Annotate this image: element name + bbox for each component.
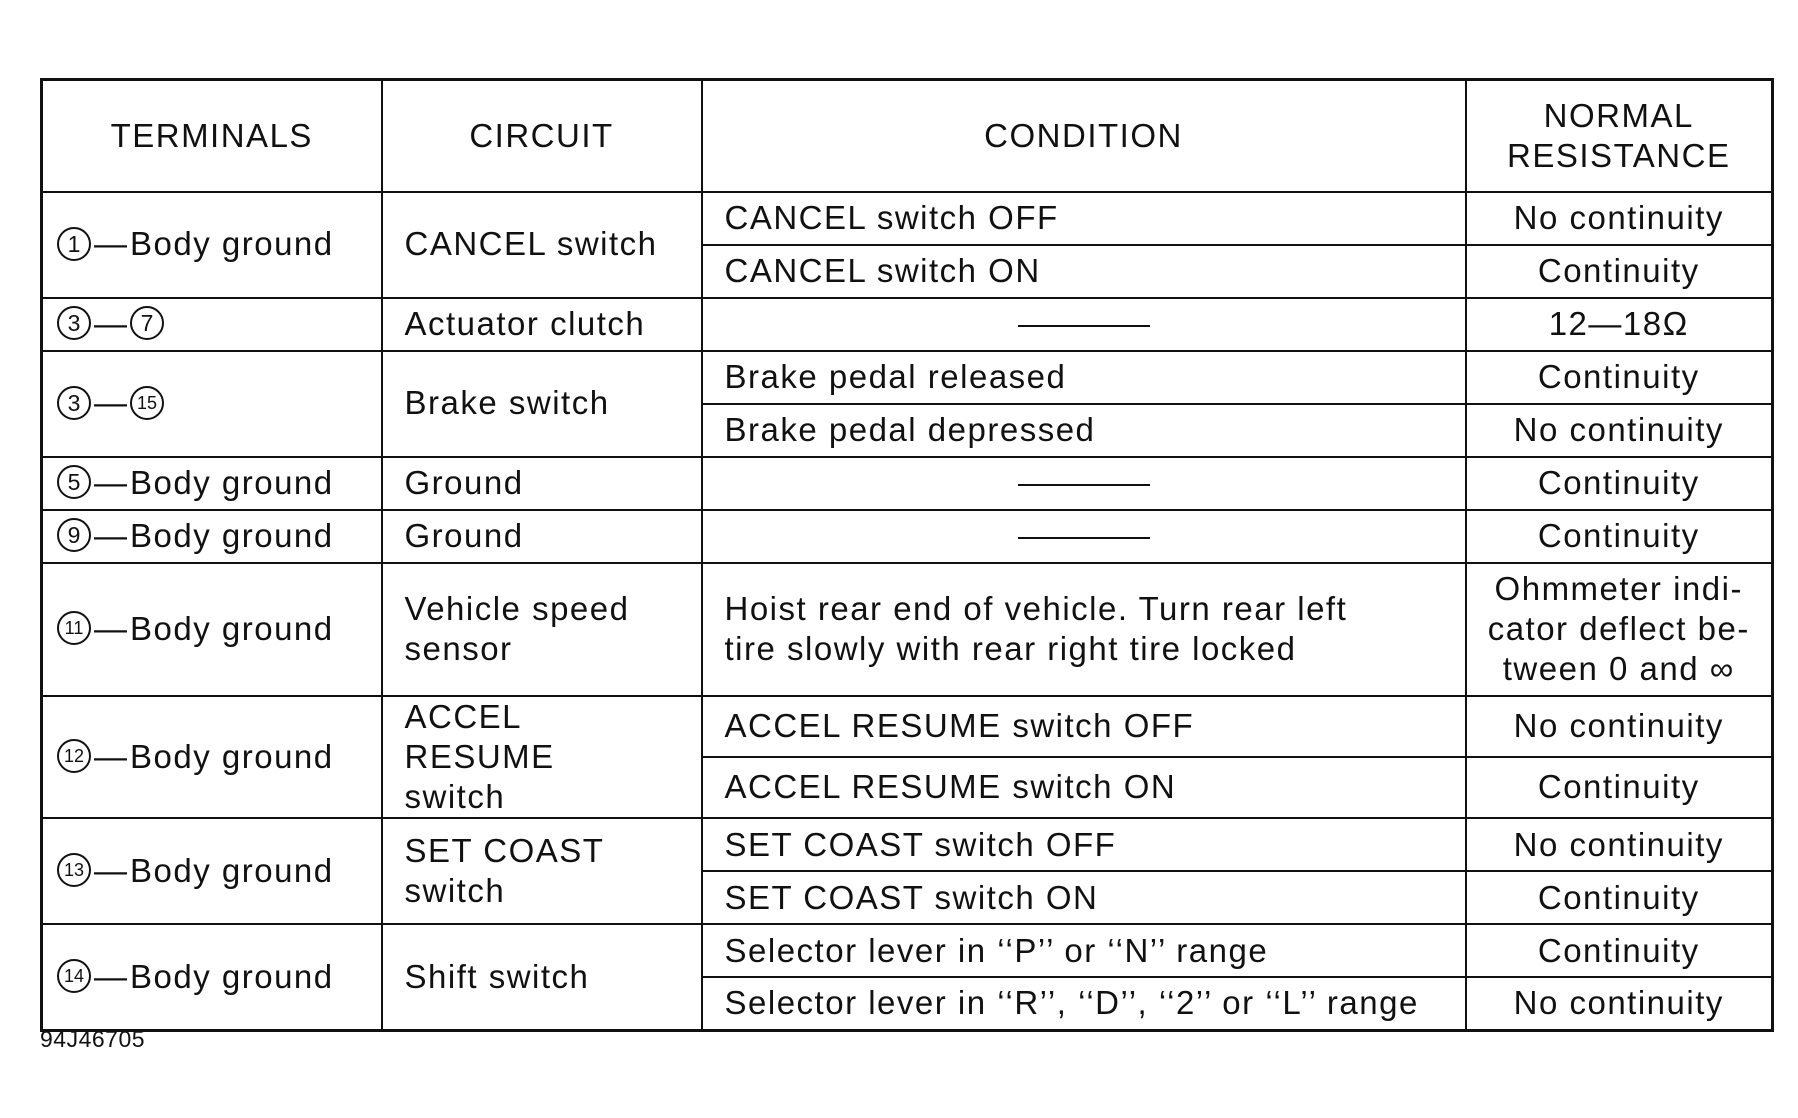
terminal-cell: 13—Body ground xyxy=(40,817,383,926)
circuit-cell: SET COAST switch xyxy=(380,817,703,926)
header-normal-resistance: NORMAL RESISTANCE xyxy=(1464,78,1774,193)
terminal-number: 1 xyxy=(57,226,91,261)
header-circuit: CIRCUIT xyxy=(380,78,703,193)
condition-cell: SET COAST switch ON xyxy=(700,870,1467,926)
terminal-label: Body ground xyxy=(130,852,334,890)
circuit-cell: Shift switch xyxy=(380,923,703,1032)
dash-separator: — xyxy=(94,737,127,775)
terminal-number: 13 xyxy=(57,853,91,888)
normal-resistance-cell: Continuity xyxy=(1464,455,1774,511)
terminal-number: 9 xyxy=(57,518,91,553)
terminal-number: 5 xyxy=(57,465,91,500)
condition-cell: Selector lever in ‘‘P’’ or ‘‘N’’ range xyxy=(700,923,1467,979)
normal-resistance-cell: Continuity xyxy=(1464,870,1774,926)
circuit-cell: Actuator clutch xyxy=(380,296,703,352)
header-row: TERMINALS CIRCUIT CONDITION NORMAL RESIS… xyxy=(40,78,1774,193)
circuit-cell: Ground xyxy=(380,455,703,511)
dash-separator: — xyxy=(94,384,127,422)
terminal-number: 12 xyxy=(57,739,91,774)
normal-resistance-cell: No continuity xyxy=(1464,817,1774,873)
terminal-cell: 9—Body ground xyxy=(40,508,383,564)
condition-cell: Hoist rear end of vehicle. Turn rear lef… xyxy=(700,561,1467,697)
terminal-cell: 3—15 xyxy=(40,349,383,458)
normal-resistance-cell: No continuity xyxy=(1464,190,1774,246)
condition-cell: ACCEL RESUME switch ON xyxy=(700,755,1467,820)
dash-separator: — xyxy=(94,957,127,995)
condition-cell: SET COAST switch OFF xyxy=(700,817,1467,873)
terminal-label: Body ground xyxy=(130,609,334,647)
condition-cell: Brake pedal depressed xyxy=(700,402,1467,458)
dash-line xyxy=(1017,484,1150,487)
normal-resistance-cell: No continuity xyxy=(1464,976,1774,1032)
circuit-cell: CANCEL switch xyxy=(380,190,703,299)
normal-resistance-cell: Continuity xyxy=(1464,508,1774,564)
terminal-label: Body ground xyxy=(130,463,334,501)
condition-cell: CANCEL switch OFF xyxy=(700,190,1467,246)
header-terminals: TERMINALS xyxy=(40,78,383,193)
normal-resistance-cell: Continuity xyxy=(1464,243,1774,299)
terminal-number: 7 xyxy=(130,306,164,341)
dash-separator: — xyxy=(94,225,127,263)
normal-resistance-cell: 12—18Ω xyxy=(1464,296,1774,352)
terminal-cell: 3—7 xyxy=(40,296,383,352)
normal-resistance-cell: Continuity xyxy=(1464,755,1774,820)
terminal-label: Body ground xyxy=(130,225,334,263)
circuit-cell: Ground xyxy=(380,508,703,564)
terminal-check-table: TERMINALS CIRCUIT CONDITION NORMAL RESIS… xyxy=(40,78,1774,1032)
dash-line xyxy=(1017,325,1150,328)
normal-resistance-cell: No continuity xyxy=(1464,402,1774,458)
normal-resistance-cell: Continuity xyxy=(1464,923,1774,979)
condition-cell: CANCEL switch ON xyxy=(700,243,1467,299)
table-row: Selector lever in ‘‘R’’, ‘‘D’’, ‘‘2’’ or… xyxy=(42,976,1774,1032)
terminal-number: 14 xyxy=(57,959,91,994)
dash-line xyxy=(1017,537,1150,540)
condition-cell: Selector lever in ‘‘R’’, ‘‘D’’, ‘‘2’’ or… xyxy=(700,976,1467,1032)
figure-code: 94J46705 xyxy=(40,1026,146,1052)
header-condition: CONDITION xyxy=(700,78,1467,193)
terminal-number: 3 xyxy=(57,385,91,420)
circuit-cell: Vehicle speed sensor xyxy=(380,561,703,697)
dash-separator: — xyxy=(94,304,127,342)
terminal-cell: 1—Body ground xyxy=(40,190,383,299)
circuit-cell: ACCEL RESUME switch xyxy=(380,694,703,820)
normal-resistance-cell: Continuity xyxy=(1464,349,1774,405)
dash-separator: — xyxy=(94,463,127,501)
terminal-number: 11 xyxy=(57,611,91,646)
condition-cell-empty xyxy=(700,455,1467,511)
terminal-cell: 11—Body ground xyxy=(40,561,383,697)
circuit-cell: Brake switch xyxy=(380,349,703,458)
terminal-label: Body ground xyxy=(130,957,334,995)
condition-cell-empty xyxy=(700,508,1467,564)
terminal-cell: 12—Body ground xyxy=(40,694,383,820)
terminal-label: Body ground xyxy=(130,737,334,775)
terminal-label: Body ground xyxy=(130,516,334,554)
normal-resistance-cell: No continuity xyxy=(1464,694,1774,758)
terminal-number: 15 xyxy=(130,385,164,420)
condition-cell: ACCEL RESUME switch OFF xyxy=(700,694,1467,758)
dash-separator: — xyxy=(94,516,127,554)
condition-cell-empty xyxy=(700,296,1467,352)
terminal-cell: 14—Body ground xyxy=(40,923,383,1032)
condition-cell: Brake pedal released xyxy=(700,349,1467,405)
dash-separator: — xyxy=(94,609,127,647)
normal-resistance-cell: Ohmmeter indi- cator deflect be- tween 0… xyxy=(1464,561,1774,697)
terminal-cell: 5—Body ground xyxy=(40,455,383,511)
terminal-number: 3 xyxy=(57,306,91,341)
dash-separator: — xyxy=(94,852,127,890)
